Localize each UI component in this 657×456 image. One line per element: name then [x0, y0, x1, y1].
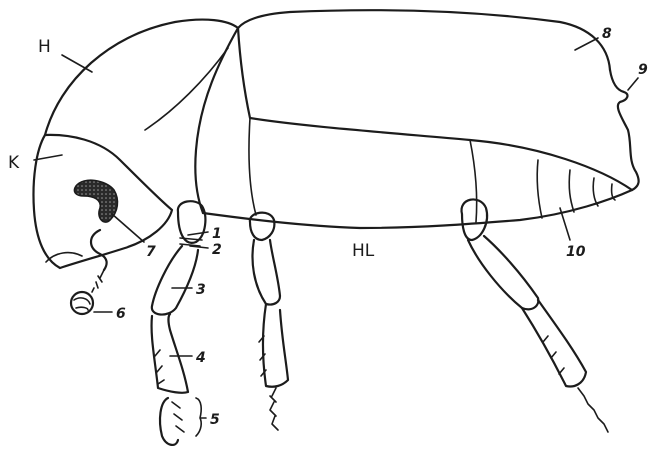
front-femur	[152, 246, 198, 315]
leader-7	[112, 214, 144, 242]
ventral-line	[203, 190, 632, 228]
leader-9	[628, 78, 638, 90]
leader-lines	[34, 38, 638, 436]
sternite-2	[569, 170, 574, 212]
mid-tarsus	[270, 388, 278, 430]
label-7: 7	[146, 244, 156, 260]
leader-H	[62, 55, 92, 72]
body-outline	[45, 10, 639, 228]
pronotum-outline	[45, 20, 238, 135]
label-5: 5	[210, 412, 220, 428]
label-1: 1	[212, 226, 222, 242]
elytra-lower-edge	[238, 28, 632, 190]
label-8: 8	[602, 26, 612, 42]
bracket-5	[196, 398, 206, 436]
pronotum-elytra-suture	[195, 28, 238, 213]
thorax-division	[249, 118, 256, 215]
hind-tibia-teeth	[543, 336, 564, 374]
hind-leg	[462, 199, 608, 432]
label-10: 10	[566, 244, 586, 260]
label-K: K	[8, 153, 20, 173]
mid-coxa	[250, 213, 275, 240]
label-6: 6	[116, 306, 126, 322]
hind-femur	[468, 236, 538, 309]
antenna-scape	[91, 230, 107, 270]
label-4: 4	[195, 350, 206, 366]
pronotum-inner-line	[145, 48, 228, 130]
elytra-top	[238, 10, 610, 70]
mid-leg	[250, 213, 288, 430]
leader-2	[190, 246, 208, 248]
mid-femur	[253, 240, 281, 305]
elytra-apex-notch	[610, 70, 639, 190]
front-tarsus-segments	[172, 402, 184, 432]
mid-tibia	[263, 304, 288, 387]
leader-8	[575, 38, 598, 50]
sternite-3	[593, 178, 598, 206]
leader-1	[188, 232, 208, 235]
eye	[74, 180, 117, 222]
antenna-funicle	[92, 270, 104, 292]
label-2: 2	[212, 242, 222, 258]
abdominal-plate	[470, 140, 477, 222]
label-HL: HL	[352, 241, 375, 261]
hind-tarsus	[578, 388, 608, 432]
label-3: 3	[196, 282, 206, 298]
label-9: 9	[638, 62, 648, 78]
label-H: H	[38, 37, 51, 57]
hind-tibia	[522, 300, 586, 386]
sternite-1	[537, 160, 542, 218]
hind-coxa	[462, 199, 488, 240]
antenna-club-detail	[74, 298, 90, 310]
front-leg	[152, 201, 206, 445]
head	[33, 135, 172, 314]
